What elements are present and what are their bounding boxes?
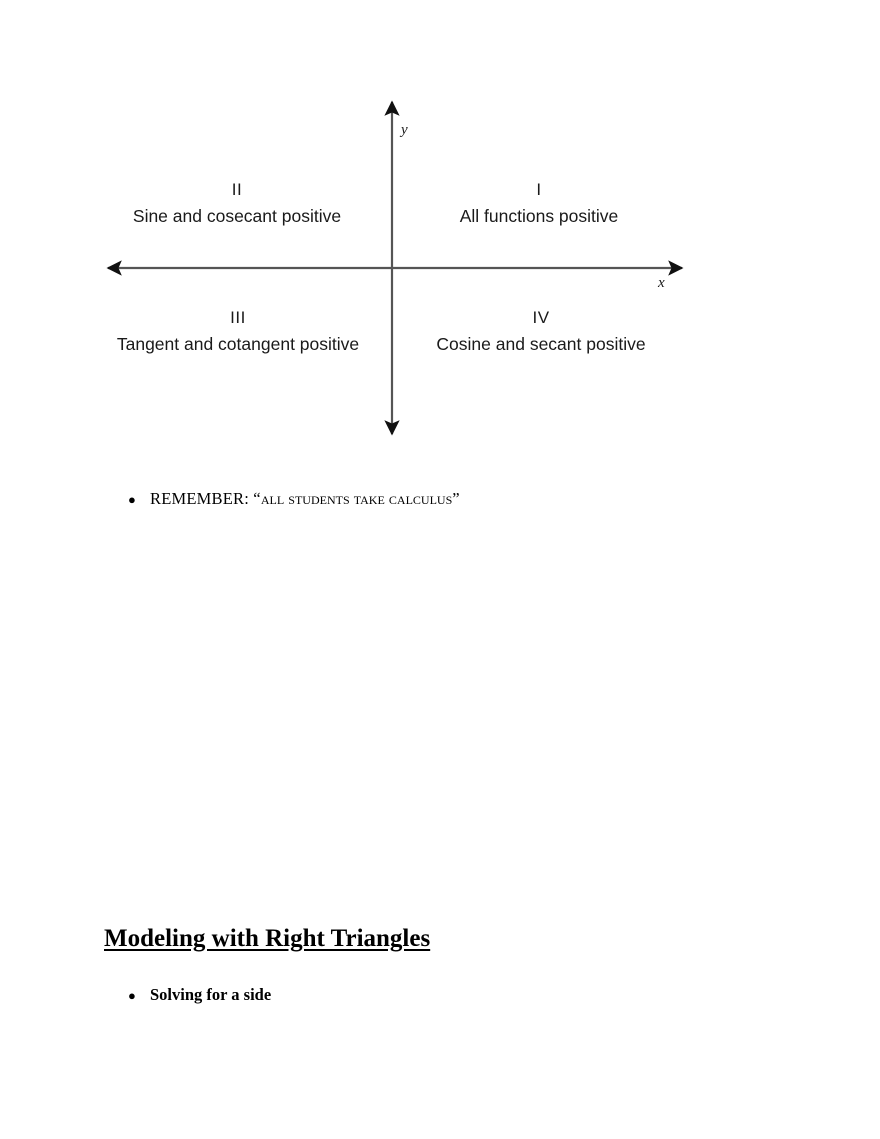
remember-lead: REMEMBER: “	[150, 489, 261, 508]
mnemonic-word-take: Take	[353, 489, 385, 508]
quadrant-ii-numeral: II	[232, 180, 242, 199]
quadrant-iv-description: Cosine and secant positive	[436, 334, 645, 354]
mnemonic-word-students: Students	[288, 489, 350, 508]
quadrant-sign-diagram: y x II Sine and cosecant positive I All …	[90, 90, 700, 450]
mnemonic-word-calculus: Calculus	[388, 489, 453, 508]
quadrant-i-description: All functions positive	[460, 206, 619, 226]
x-axis-label: x	[657, 275, 665, 291]
remember-bullet-item: ● REMEMBER: “All Students Take Calculus”	[128, 489, 460, 509]
remember-bullet-label: REMEMBER: “All Students Take Calculus”	[150, 489, 460, 509]
bullet-icon: ●	[128, 492, 136, 507]
quadrant-ii-description: Sine and cosecant positive	[133, 206, 341, 226]
y-axis-label: y	[399, 122, 408, 138]
quadrant-iii-numeral: III	[230, 308, 246, 327]
solving-for-a-side-label: Solving for a side	[150, 985, 272, 1004]
quadrant-i-numeral: I	[536, 180, 541, 199]
quadrant-iii-description: Tangent and cotangent positive	[117, 334, 359, 354]
section-heading-modeling-with-right-triangles: Modeling with Right Triangles	[104, 925, 431, 952]
mnemonic-word-all: All	[260, 489, 285, 508]
quadrant-iv-numeral: IV	[532, 308, 549, 327]
remember-closing-quote: ”	[452, 489, 460, 508]
bullet-icon: ●	[128, 988, 136, 1003]
solving-for-a-side-bullet-item: ● Solving for a side	[128, 985, 271, 1005]
